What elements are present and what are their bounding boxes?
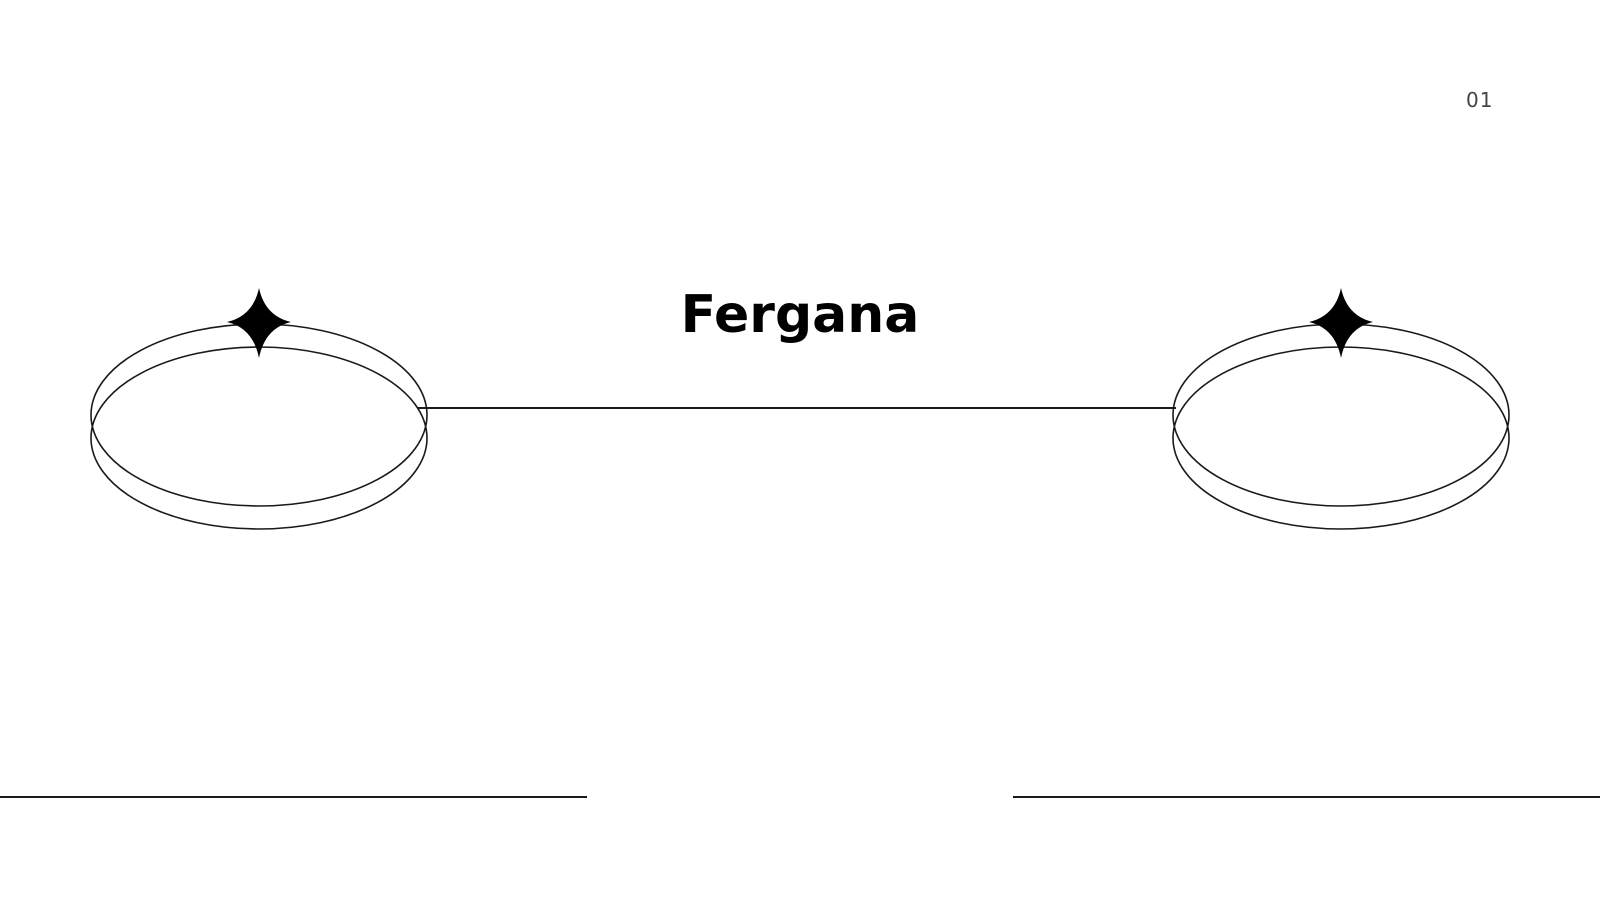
left-sparkle-ring-icon bbox=[90, 288, 428, 530]
slide-title: Fergana bbox=[680, 285, 920, 345]
right-sparkle-ring-icon bbox=[1172, 288, 1510, 530]
left-sparkle-icon bbox=[227, 288, 291, 358]
page-number: 01 bbox=[1466, 88, 1494, 112]
right-sparkle-icon bbox=[1309, 288, 1373, 358]
